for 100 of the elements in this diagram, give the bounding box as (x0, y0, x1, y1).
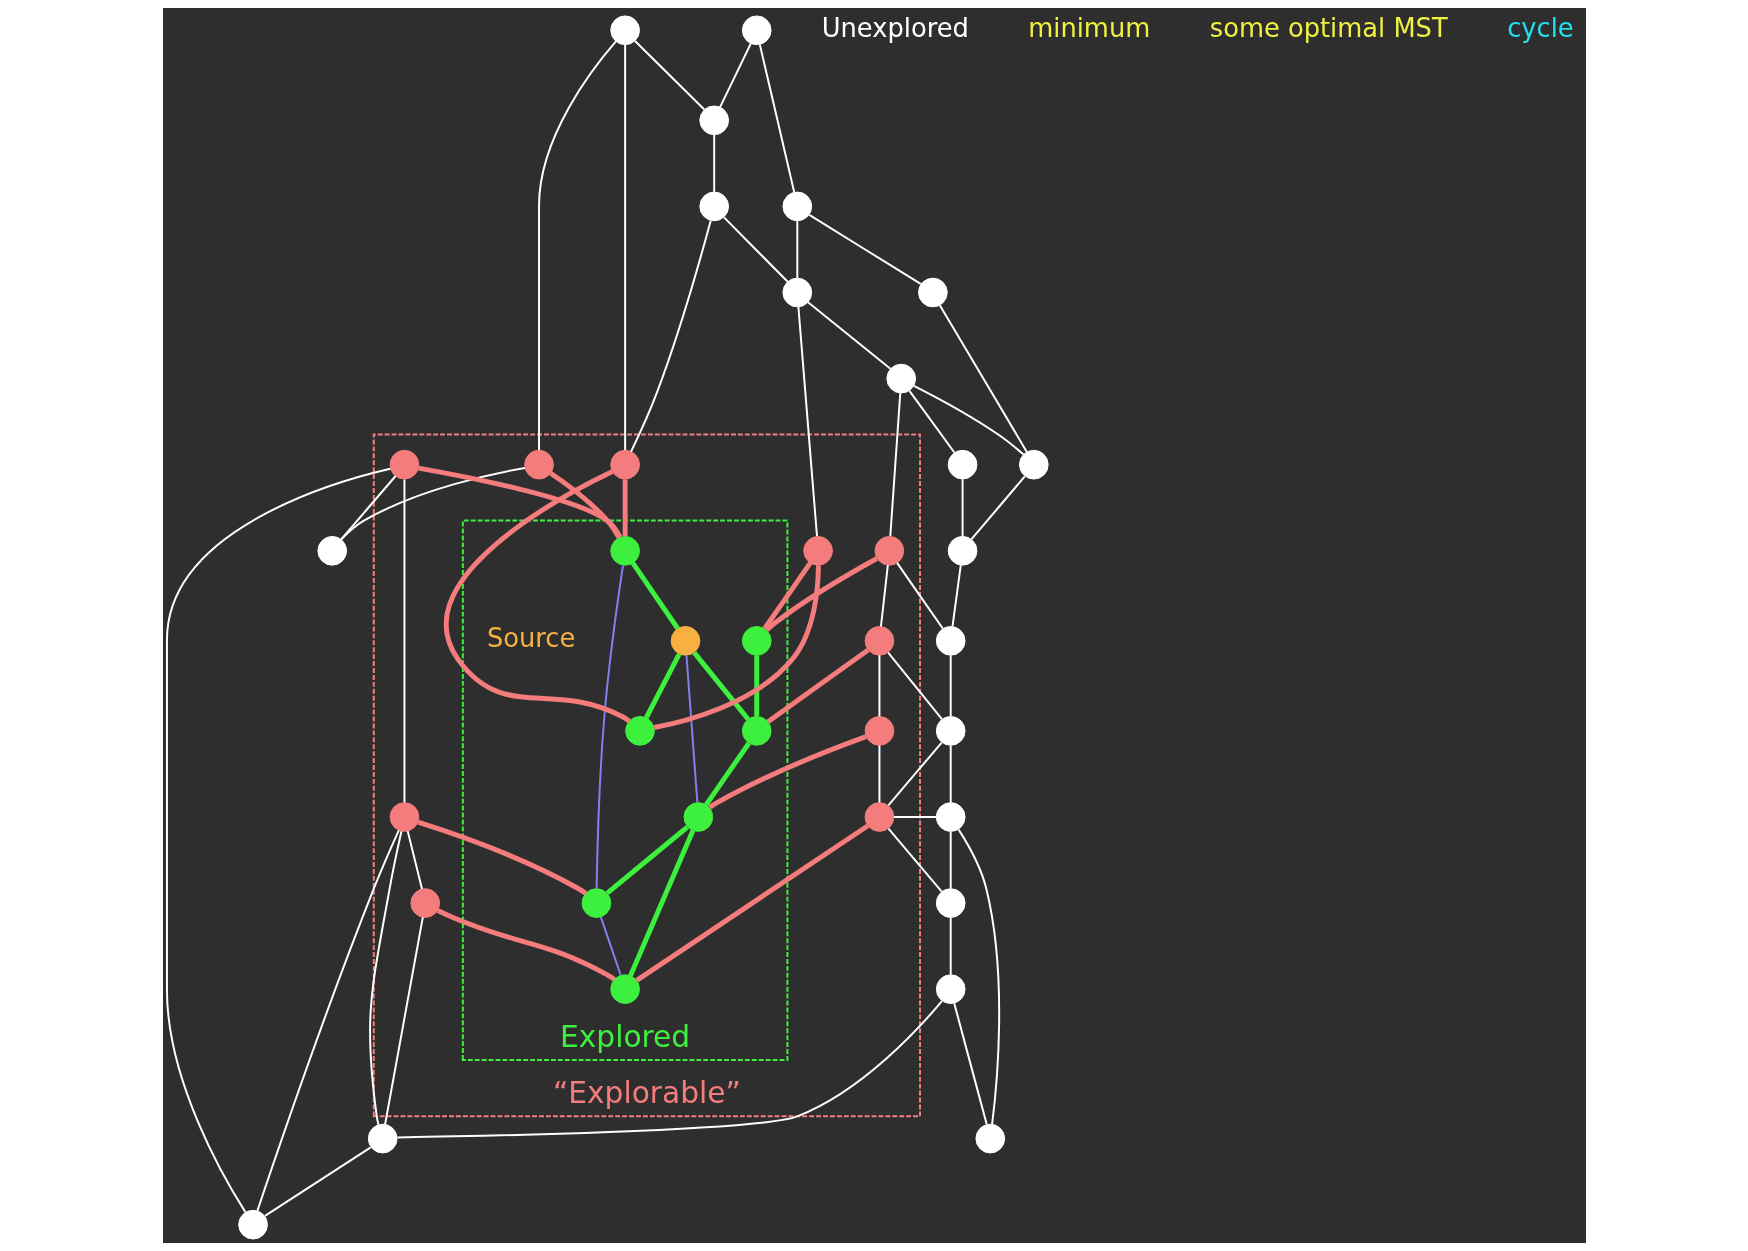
node-circle (523, 449, 554, 480)
node-circle (864, 626, 894, 656)
node-circle (367, 1123, 398, 1154)
connector (537, 40, 617, 451)
connector (907, 389, 956, 454)
connector (795, 219, 798, 280)
label: some optimal MST (1209, 12, 1448, 43)
node-circle (741, 15, 772, 46)
node-circle (609, 974, 640, 1004)
connector (436, 908, 616, 982)
node-circle (874, 535, 904, 566)
connector (886, 741, 943, 807)
node-circle (935, 802, 966, 832)
label: Unexplored (821, 12, 969, 43)
node-circle (409, 888, 440, 918)
node-circle (802, 535, 833, 566)
node-circle (316, 535, 347, 566)
node-circle (609, 449, 640, 480)
connector (707, 734, 867, 810)
connector (895, 561, 944, 630)
node-circle (237, 1209, 268, 1240)
connector (599, 915, 622, 977)
connector (957, 828, 1000, 1126)
connector (623, 43, 626, 451)
node-circle (885, 363, 916, 394)
connector (722, 216, 789, 283)
connector (703, 741, 751, 807)
connector (887, 827, 943, 893)
node-circle (683, 802, 713, 832)
connector (383, 916, 424, 1126)
connector (949, 744, 952, 804)
connector (339, 475, 397, 541)
connector (718, 42, 752, 109)
connector (912, 384, 1025, 456)
connector (165, 467, 391, 1214)
node-circle (698, 105, 729, 136)
connector (595, 564, 624, 890)
label: minimum (1027, 12, 1150, 43)
node-circle (624, 716, 655, 746)
connector (653, 565, 821, 730)
node-circle (741, 716, 772, 746)
connector (807, 213, 922, 286)
connector (622, 479, 628, 537)
connector (406, 830, 423, 890)
connector (796, 305, 818, 538)
connector (949, 830, 952, 890)
connector (952, 1002, 988, 1126)
node-circle (864, 716, 894, 746)
connector (395, 999, 943, 1139)
connector (879, 564, 889, 628)
node-circle (698, 191, 729, 222)
node-circle (741, 626, 772, 656)
connector (443, 469, 631, 724)
connector (806, 301, 891, 370)
connector (627, 829, 695, 977)
connector (417, 465, 622, 539)
node-circle (609, 535, 640, 566)
node-circle (935, 626, 966, 656)
connector (949, 916, 952, 976)
node-circle (947, 535, 977, 566)
connector (753, 655, 759, 717)
node-circle (864, 802, 894, 832)
node-circle (389, 449, 419, 480)
connector (712, 133, 715, 193)
node-circle (947, 449, 977, 480)
connector (758, 43, 795, 194)
connector (368, 830, 402, 1126)
connector (888, 391, 901, 537)
connector (691, 651, 750, 721)
connector (938, 304, 1028, 453)
connector (877, 744, 880, 804)
connector (633, 40, 705, 111)
connector (766, 647, 870, 724)
connector (949, 654, 952, 718)
node-circle (781, 191, 812, 222)
node-circle (935, 888, 966, 918)
connector (634, 823, 869, 983)
node-circle (609, 15, 640, 46)
node-circle (581, 888, 611, 918)
connector (416, 819, 587, 896)
connector (605, 825, 689, 896)
label: cycle (1506, 12, 1574, 43)
connector (263, 1146, 372, 1217)
connector (961, 478, 964, 538)
node-circle (917, 277, 948, 308)
connector (877, 654, 880, 718)
node-circle (781, 277, 812, 308)
node-circle (935, 716, 966, 746)
node-circle (974, 1123, 1005, 1154)
node-circle (1018, 449, 1049, 480)
connector (886, 651, 943, 721)
node-circle (389, 802, 419, 832)
connector (685, 654, 698, 804)
connector (951, 564, 962, 628)
node-circle (935, 974, 966, 1004)
connector (892, 816, 937, 818)
connector (255, 829, 400, 1212)
node-label: Source (486, 623, 575, 654)
connector (630, 561, 680, 630)
connector (762, 561, 812, 630)
